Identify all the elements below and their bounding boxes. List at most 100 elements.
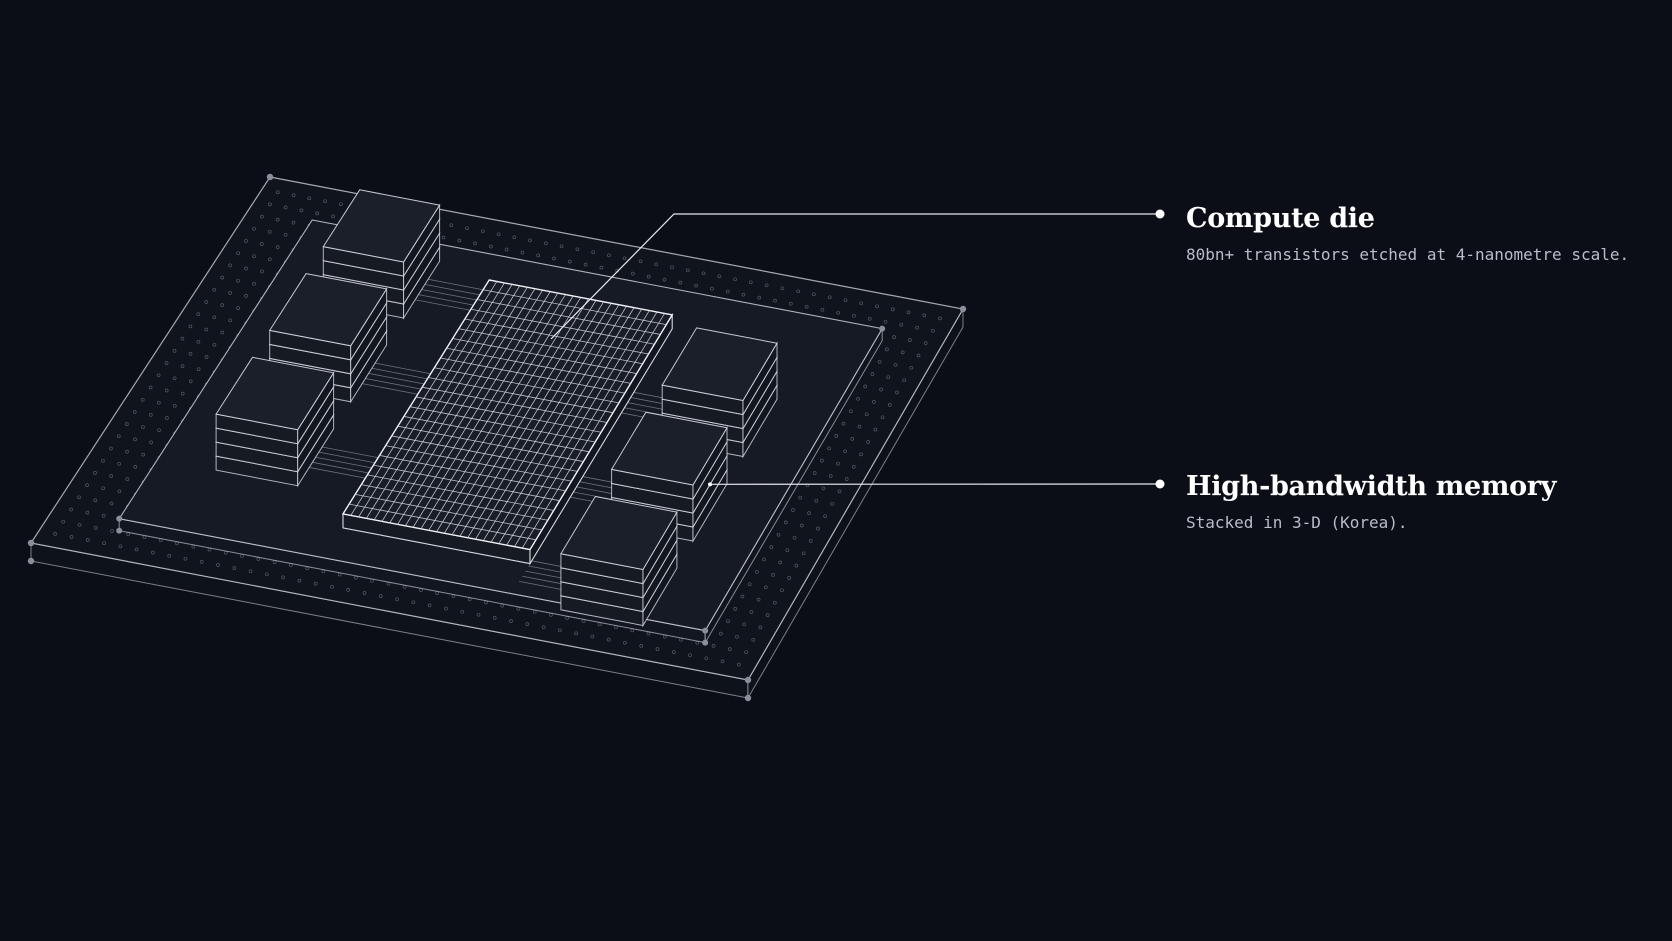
solder-dot [785, 548, 790, 553]
solder-dot [313, 581, 318, 586]
connector-trace [421, 289, 485, 302]
solder-dot [837, 489, 842, 494]
solder-dot [711, 644, 716, 648]
solder-dot [473, 241, 477, 246]
corner-marker [116, 515, 123, 522]
corner-marker [702, 639, 709, 646]
die-grid-line [355, 493, 542, 531]
solder-dot [788, 301, 793, 306]
compute-die-title: Compute die [1186, 203, 1375, 234]
solder-dot [260, 214, 264, 219]
leader-dot-hbm [1155, 479, 1165, 489]
solder-dot [694, 283, 698, 288]
hbm-title: High-bandwidth memory [1186, 471, 1557, 502]
solder-dot [212, 287, 217, 292]
solder-dot [799, 523, 804, 528]
solder-dot [109, 446, 113, 451]
solder-dot [204, 355, 209, 359]
solder-dot [268, 202, 272, 207]
solder-dot [444, 606, 448, 611]
solder-dot [441, 235, 446, 240]
solder-dot [228, 263, 232, 268]
hbm-description: Stacked in 3-D (Korea). [1186, 513, 1408, 532]
solder-dot [886, 375, 891, 380]
solder-dot [812, 292, 816, 297]
solder-dot [807, 511, 811, 515]
solder-dot [821, 486, 826, 491]
solder-dot [866, 440, 871, 444]
solder-dot [85, 483, 89, 487]
solder-dot [457, 238, 462, 243]
solder-dot [764, 283, 769, 288]
hbm-layer-top [560, 495, 678, 571]
solder-dot [916, 353, 921, 358]
solder-dot [102, 541, 106, 546]
hbm-layer-top [610, 411, 728, 486]
solder-dot [283, 205, 288, 210]
solder-dot [756, 597, 761, 602]
solder-dot [124, 422, 129, 426]
solder-dot [101, 486, 106, 491]
solder-dot [892, 335, 896, 339]
solder-dot [183, 556, 188, 561]
solder-dot [671, 650, 676, 654]
solder-dot [541, 625, 546, 630]
solder-dot [157, 428, 161, 433]
solder-dot [906, 310, 911, 315]
solder-dot [814, 498, 819, 503]
solder-dot [85, 538, 90, 542]
die-grid-line [521, 313, 665, 549]
solder-dot [232, 566, 237, 570]
solder-dot [244, 294, 248, 298]
solder-dot [623, 640, 627, 645]
solder-dot [141, 452, 146, 457]
solder-dot [244, 239, 248, 243]
solder-dot [607, 253, 611, 258]
solder-dot [843, 298, 848, 303]
solder-dot [895, 390, 899, 395]
solder-dot [69, 507, 73, 512]
solder-dot [264, 572, 269, 577]
solder-dot [244, 266, 248, 271]
solder-dot [512, 235, 517, 240]
solder-dot [638, 259, 643, 264]
solder-dot [639, 644, 644, 648]
solder-dot [769, 545, 774, 549]
die-grid-line [361, 484, 548, 521]
solder-dot [196, 312, 201, 317]
solder-dot [93, 526, 98, 530]
solder-dot [281, 575, 285, 580]
solder-dot [252, 254, 256, 259]
solder-dot [330, 584, 334, 589]
solder-dot [733, 277, 737, 282]
solder-dot [599, 265, 604, 270]
solder-dot [744, 650, 748, 655]
solder-dot [863, 384, 868, 389]
solder-dot [504, 247, 509, 252]
die-connectors [309, 278, 686, 592]
solder-dot [704, 656, 709, 661]
solder-dot [828, 474, 833, 478]
solder-dot [220, 303, 225, 307]
hbm-stacks [215, 189, 778, 628]
solder-dot [877, 359, 882, 364]
solder-dot [778, 560, 783, 565]
solder-dot [236, 306, 240, 310]
connector-trace [362, 383, 426, 397]
solder-dot [167, 553, 172, 558]
solder-dot [735, 634, 739, 639]
solder-dot [165, 416, 169, 420]
solder-dot [204, 327, 209, 332]
solder-dot [720, 659, 725, 664]
solder-dot [212, 315, 217, 320]
solder-dot [315, 211, 320, 216]
solder-dot [125, 449, 129, 454]
solder-dot [780, 588, 784, 593]
solder-dot [188, 352, 193, 356]
solder-dot [727, 647, 732, 651]
solder-dot [172, 403, 177, 408]
solder-dot [773, 298, 777, 303]
corner-marker [116, 527, 123, 534]
solder-dot [902, 378, 906, 383]
solder-dot [331, 214, 335, 219]
